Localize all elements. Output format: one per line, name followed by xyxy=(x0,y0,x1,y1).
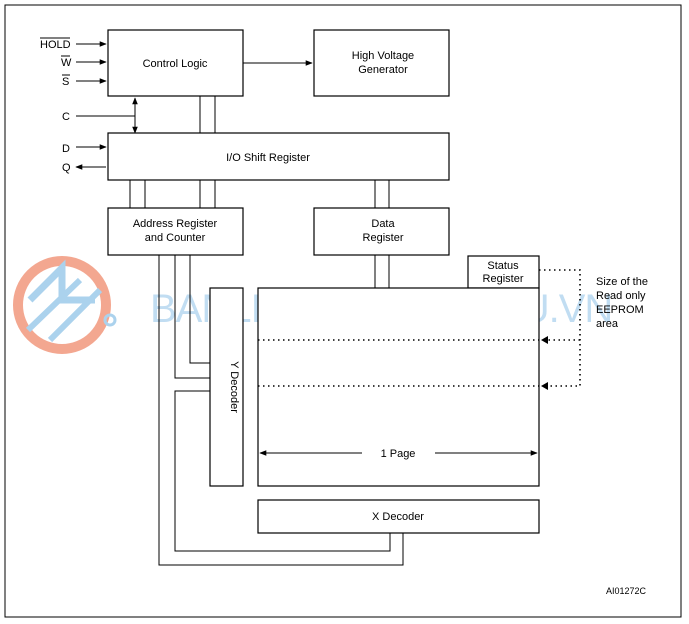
watermark-logo xyxy=(13,256,117,354)
status-register-label-line2: Register xyxy=(483,273,524,285)
high-voltage-generator-block xyxy=(313,29,450,97)
signal-hold-label: HOLD xyxy=(40,39,71,51)
address-register-label-line1: Address Register xyxy=(133,218,218,230)
signal-d-label: D xyxy=(62,143,70,155)
watermark-node xyxy=(103,313,117,327)
status-register-label-line1: Status xyxy=(487,260,519,272)
io-shift-register-block xyxy=(107,132,450,181)
watermark-ring-orange xyxy=(13,256,111,354)
annotation-line4: area xyxy=(596,318,619,330)
annotation-line1: Size of the xyxy=(596,276,648,288)
signal-c-label: C xyxy=(62,111,70,123)
address-to-y-decoder-line2 xyxy=(189,255,210,364)
x-decoder-block xyxy=(257,499,540,534)
y-decoder-block xyxy=(209,287,244,487)
watermark-circuit-blue xyxy=(27,259,95,304)
x-decoder-label: X Decoder xyxy=(372,511,424,523)
signal-s-label: S xyxy=(62,76,69,88)
page-label: 1 Page xyxy=(381,448,416,460)
address-to-x-decoder-outer xyxy=(158,255,404,566)
data-register-block xyxy=(313,207,450,256)
control-logic-label: Control Logic xyxy=(143,58,208,70)
address-register-block xyxy=(107,207,244,256)
readonly-arrowhead-bottom xyxy=(541,382,548,390)
high-voltage-label-line1: High Voltage xyxy=(352,50,414,62)
figure-frame xyxy=(4,4,682,618)
signal-q-label: Q xyxy=(62,162,71,174)
signal-w-label: W xyxy=(61,57,72,69)
high-voltage-label-line2: Generator xyxy=(358,64,408,76)
readonly-arrowhead-mid xyxy=(541,336,548,344)
address-to-y-decoder-line1 xyxy=(174,255,210,379)
y-decoder-label: Y Decoder xyxy=(228,361,240,413)
address-register-label-line2: and Counter xyxy=(145,232,206,244)
figure-id: AI01272C xyxy=(606,586,647,596)
address-to-x-decoder-inner xyxy=(174,390,391,552)
control-logic-block xyxy=(107,29,244,97)
data-register-label-line1: Data xyxy=(371,218,395,230)
readonly-area-bracket xyxy=(539,269,581,387)
io-shift-register-label: I/O Shift Register xyxy=(226,152,310,164)
annotation-line3: EEPROM xyxy=(596,304,644,316)
data-register-label-line2: Register xyxy=(363,232,404,244)
watermark-circuit-lines xyxy=(25,277,103,343)
annotation-line2: Read only xyxy=(596,290,646,302)
